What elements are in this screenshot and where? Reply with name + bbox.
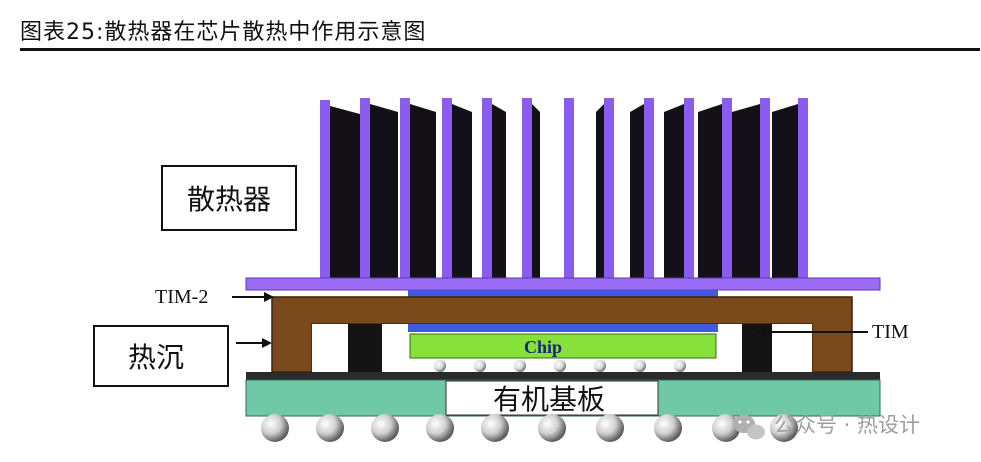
title-rule — [20, 48, 980, 51]
substrate-label: 有机基板 — [493, 383, 605, 416]
bga-ball — [426, 414, 454, 442]
watermark-text: 公众号 · 热设计 — [774, 413, 920, 437]
solder-bump — [514, 360, 526, 372]
bga-ball — [596, 414, 624, 442]
bga-ball — [712, 414, 740, 442]
heatsink-fin — [482, 98, 506, 278]
heatsink-fin — [664, 98, 694, 278]
heatsink-fin — [360, 98, 398, 278]
bga-ball — [654, 414, 682, 442]
tim-layer — [408, 324, 718, 332]
bga-ball — [481, 414, 509, 442]
cavity-shadow — [348, 324, 382, 372]
heat-spreader-label: 热沉 — [128, 341, 184, 374]
tim-arrow — [756, 327, 868, 337]
heatsink-fin — [732, 98, 770, 278]
tim2-arrow — [232, 292, 274, 302]
tim2-label: TIM-2 — [155, 286, 208, 308]
heatsink-fin — [698, 98, 732, 278]
heatsink-label-box — [161, 165, 297, 231]
substrate-label-box — [445, 380, 659, 416]
tim-label: TIM — [872, 321, 909, 343]
chip-die — [409, 333, 717, 359]
bga-ball — [371, 414, 399, 442]
solder-bump — [594, 360, 606, 372]
bga-ball — [770, 414, 798, 442]
heatsink-fin — [564, 98, 574, 278]
solder-bump — [554, 360, 566, 372]
heatsink-label: 散热器 — [187, 183, 271, 216]
wechat-icon — [733, 415, 765, 440]
tim2-layer — [408, 290, 718, 297]
heatsink-base — [245, 277, 881, 291]
heatsink-fin — [630, 98, 654, 278]
heatsink-fin — [772, 98, 808, 278]
solder-bump — [434, 360, 446, 372]
heatsink-fin — [442, 98, 472, 278]
bga-ball — [316, 414, 344, 442]
watermark: 公众号 · 热设计 — [733, 413, 920, 440]
heat-spreader-label-box — [93, 325, 229, 387]
solder-bump — [634, 360, 646, 372]
solder-bump — [474, 360, 486, 372]
bga-ball — [261, 414, 289, 442]
solder-bumps — [434, 360, 686, 372]
bga-ball — [538, 414, 566, 442]
heatsink-fin — [596, 98, 614, 278]
heatsink-fin — [522, 98, 540, 278]
solder-bump — [674, 360, 686, 372]
heat-spreader-arrow — [236, 338, 272, 348]
heatsink-fins — [320, 98, 808, 278]
heatsink-fin — [320, 100, 360, 278]
bga-balls — [261, 414, 798, 442]
page-title: 图表25:散热器在芯片散热中作用示意图 — [20, 20, 427, 45]
substrate-top-edge — [246, 372, 880, 380]
chip-label: Chip — [524, 337, 562, 357]
heatsink-fin — [400, 98, 436, 278]
